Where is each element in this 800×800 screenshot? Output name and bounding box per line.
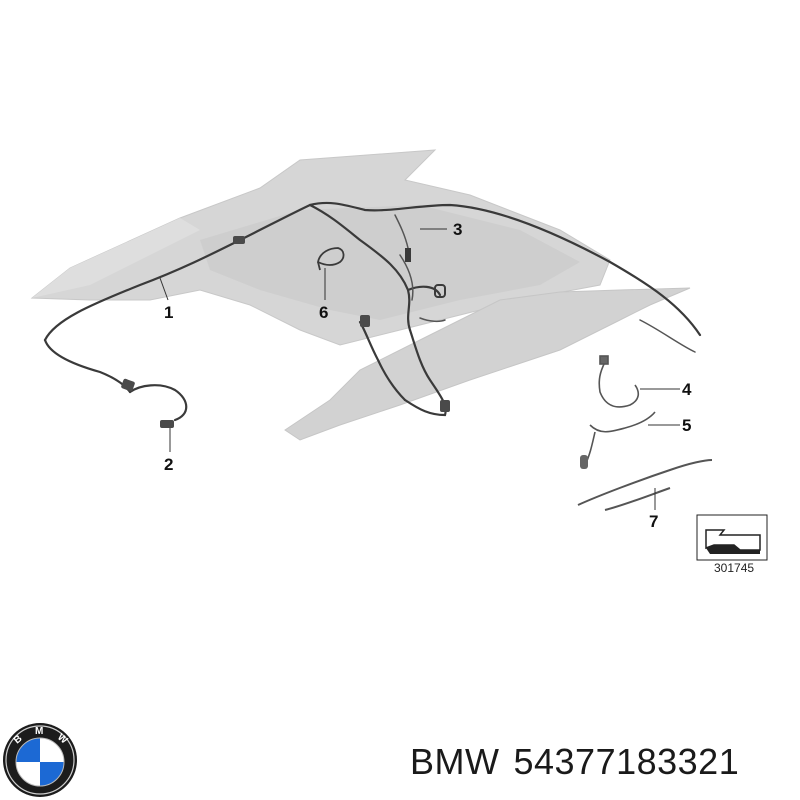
callout-2: 2	[164, 455, 173, 474]
trim-strip-part-7	[577, 459, 713, 511]
headliner-left-edge	[32, 218, 200, 298]
headliner-panel	[30, 149, 691, 441]
callout-5: 5	[682, 416, 691, 435]
cable-part-5	[580, 411, 656, 469]
reference-number: 301745	[714, 561, 754, 575]
harness-connectors	[121, 236, 450, 428]
cable-part-6	[316, 247, 345, 271]
callout-3: 3	[453, 220, 462, 239]
part-number: 54377183321	[513, 741, 740, 782]
callout-7: 7	[649, 512, 658, 531]
part-caption: BMW 54377183321	[410, 741, 753, 783]
wiring-harness-branches	[394, 214, 696, 353]
cable-part-4	[598, 355, 640, 408]
reference-box: 301745	[696, 514, 768, 575]
callout-6: 6	[319, 303, 328, 322]
bmw-logo: B M W	[3, 723, 77, 797]
callout-labels: 1 2 3 4 5 6 7	[164, 220, 692, 531]
brand-name: BMW	[410, 741, 500, 782]
logo-letter-m: M	[35, 726, 43, 737]
leader-lines	[159, 228, 680, 510]
headliner-rear-section	[284, 287, 691, 441]
callout-4: 4	[682, 380, 692, 399]
callout-1: 1	[164, 303, 173, 322]
